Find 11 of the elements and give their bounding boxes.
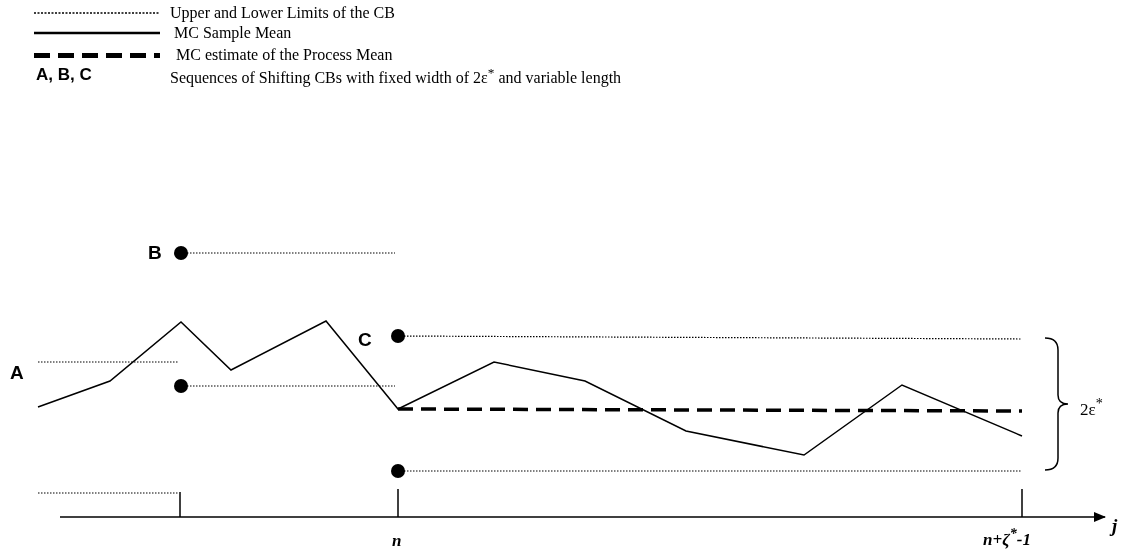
sequence-letter: A	[10, 363, 24, 382]
series-letters: A, B, C	[36, 66, 92, 83]
legend-text: MC Sample Mean	[174, 23, 292, 43]
legend-text: MC estimate of the Process Mean	[176, 45, 393, 65]
legend-text: Sequences of Shifting CBs with fixed width of 2ε$^{*}$ and variable length	[170, 64, 622, 89]
sequence-letter: C	[358, 330, 372, 349]
width-label: 2ε$^{*}$	[1080, 396, 1103, 418]
tick-label: n	[392, 532, 402, 549]
tick-label: n+ζ$^{*}$-1	[983, 526, 1031, 548]
sequence-letter: B	[148, 243, 162, 262]
legend-text: Upper and Lower Limits of the CB	[170, 3, 395, 23]
